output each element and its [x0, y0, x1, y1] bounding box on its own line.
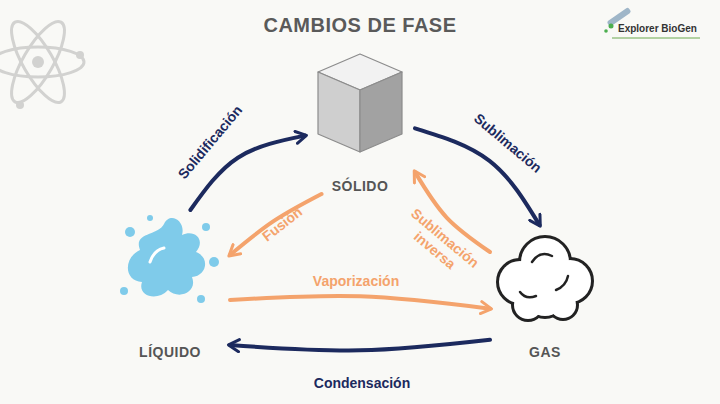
cloud-illustration [499, 238, 591, 319]
phase-node: GAS [490, 225, 600, 360]
splash-body [128, 218, 205, 296]
cloud-swirl [556, 276, 568, 290]
transition-label: Fusión [259, 204, 305, 245]
droplet [125, 227, 135, 237]
atom-orbit [2, 15, 74, 110]
cloud-puff [550, 292, 576, 318]
atom-decoration [0, 15, 84, 110]
phase-arrow [230, 340, 490, 351]
cube-left [318, 72, 360, 152]
splash-illustration [120, 215, 219, 303]
transition-label: Condensación [314, 375, 410, 391]
logo-drop [604, 29, 608, 33]
cube-illustration [318, 54, 402, 152]
atom-electron [76, 51, 84, 59]
cloud-puff [514, 291, 542, 319]
phase-label: LÍQUIDO [139, 344, 201, 360]
phase-label: GAS [529, 344, 561, 360]
droplet [147, 215, 153, 221]
transition-label: Vaporización [313, 273, 399, 289]
splash-highlight [150, 248, 164, 262]
phase-arrow [230, 296, 490, 309]
atom-orbit [0, 47, 84, 77]
logo-mark [604, 7, 700, 38]
atom-nucleus [32, 56, 44, 68]
cube-right [360, 72, 402, 152]
cloud-fill [550, 292, 576, 318]
phase-node: LÍQUIDO [110, 210, 230, 360]
logo-label: Explorer BioGen [618, 23, 697, 34]
atom-orbit [2, 15, 74, 110]
logo-rule [612, 38, 700, 39]
cloud-fill [514, 291, 542, 319]
phase-arrow [230, 194, 322, 255]
phase-node: SÓLIDO [305, 48, 415, 194]
transition-label: Solidificación [175, 102, 246, 182]
transition-label: Sublimación inversa [394, 202, 485, 286]
droplet [209, 257, 219, 267]
droplet [197, 295, 205, 303]
transition-label: Sublimación [471, 110, 545, 176]
cloud-swirl [520, 292, 536, 297]
droplet [120, 287, 128, 295]
atom-electron [16, 101, 24, 109]
phase-label: SÓLIDO [332, 178, 389, 194]
diagram-title: CAMBIOS DE FASE [0, 14, 720, 37]
cloud-swirl [532, 254, 552, 262]
logo-drop [609, 24, 614, 29]
droplet [202, 223, 210, 231]
